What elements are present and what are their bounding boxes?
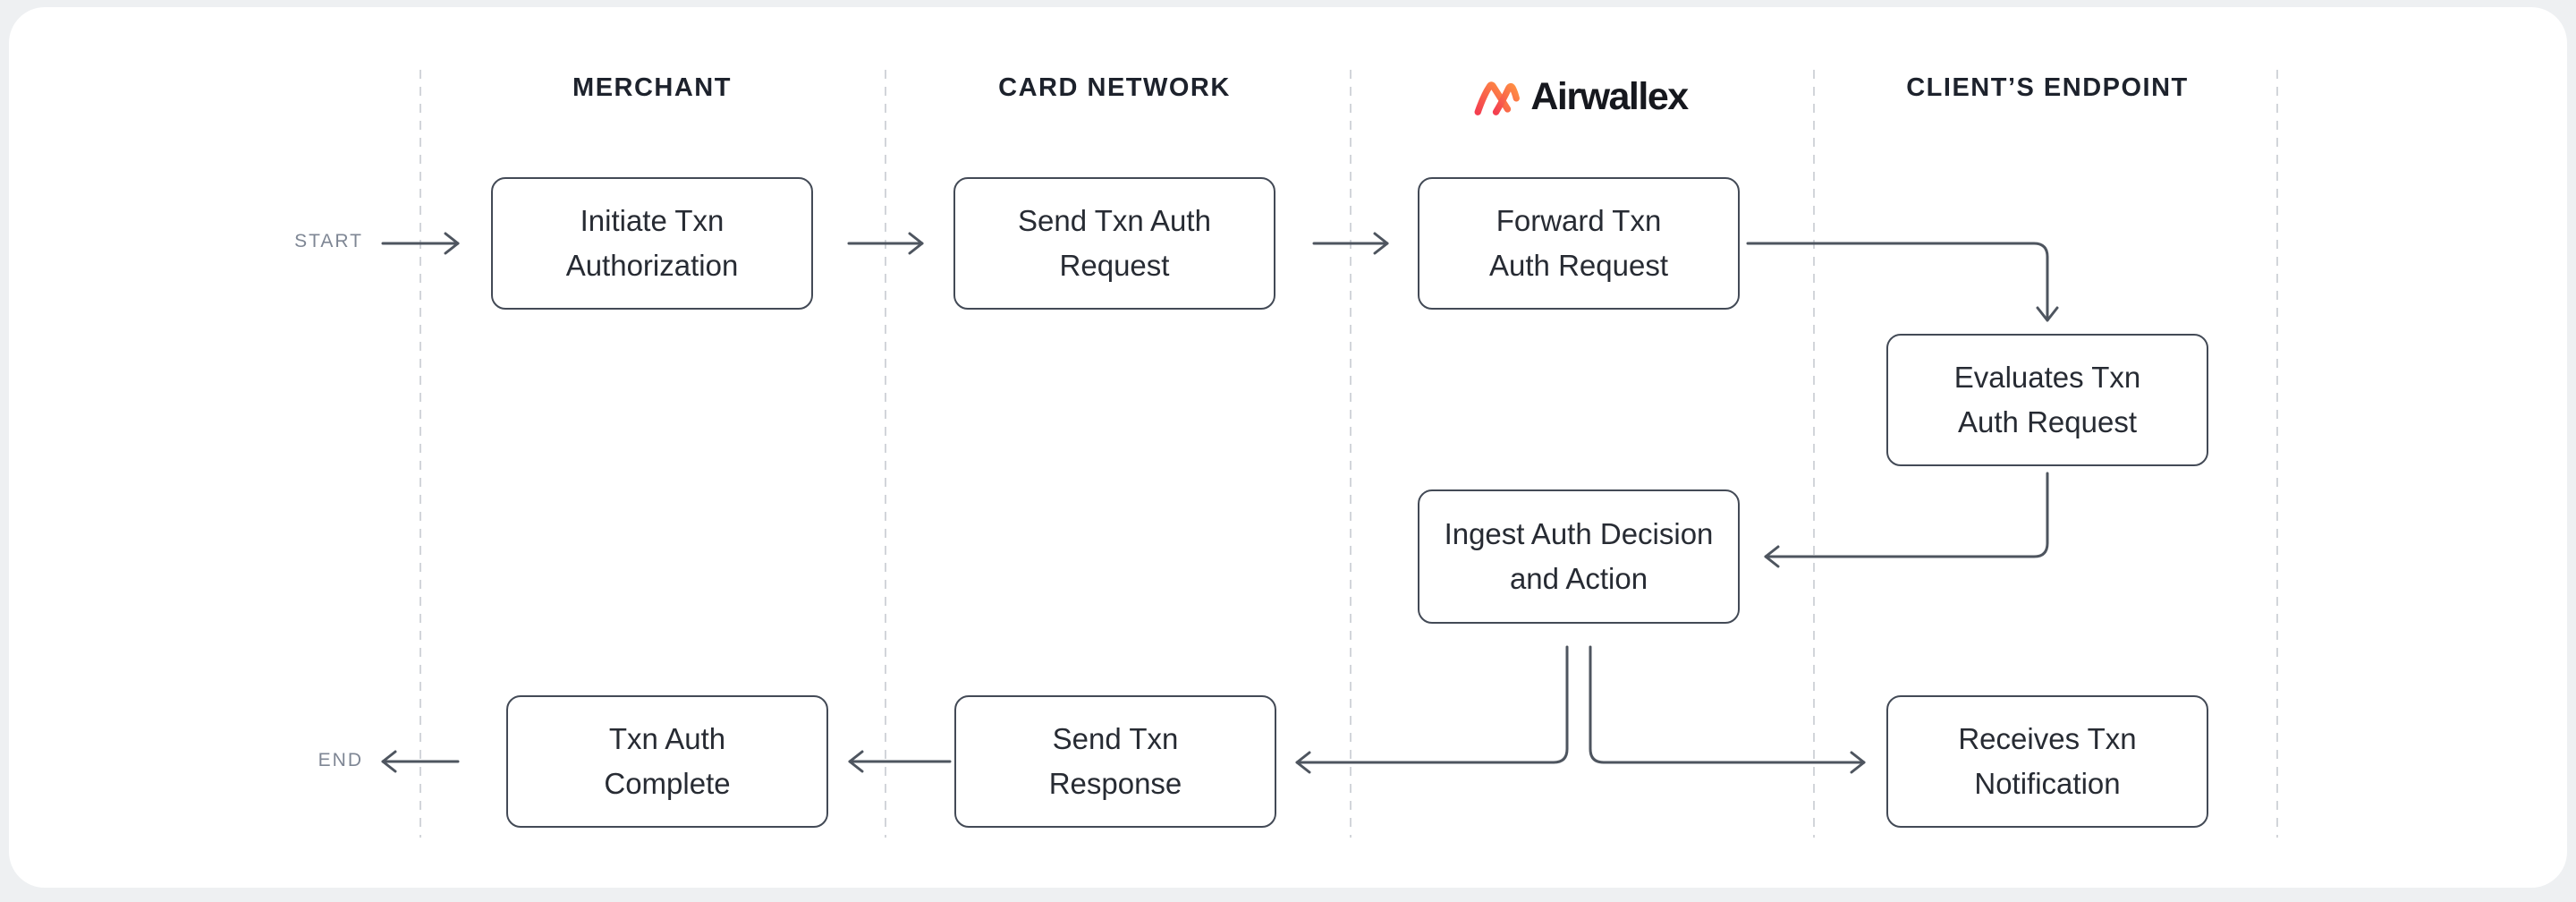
node-label: Receives Txn — [1958, 722, 2137, 755]
node-label: Auth Request — [1958, 405, 2137, 438]
node-label: Initiate Txn — [580, 204, 724, 237]
node-label: Evaluates Txn — [1953, 361, 2141, 394]
airwallex-logo: Airwallex — [1473, 75, 1689, 119]
node-label: Authorization — [565, 249, 739, 282]
airwallex-logo-icon — [1474, 81, 1520, 115]
node-send-txn-response: Send Txn Response — [954, 695, 1276, 828]
node-label: Notification — [1974, 767, 2121, 800]
node-receives-txn-notification: Receives Txn Notification — [1886, 695, 2208, 828]
lane-header-merchant: MERCHANT — [572, 73, 732, 102]
node-label: Complete — [604, 767, 731, 800]
start-label: START — [294, 231, 363, 251]
node-label: and Action — [1509, 562, 1648, 595]
lane-header-card-network: CARD NETWORK — [998, 73, 1231, 102]
node-evaluates-txn-auth-request: Evaluates Txn Auth Request — [1886, 334, 2208, 466]
node-initiate-txn-authorization: Initiate Txn Authorization — [491, 177, 813, 310]
node-label: Send Txn — [1052, 722, 1179, 755]
lane-header-clients-endpoint: CLIENT’S ENDPOINT — [1906, 73, 2189, 102]
node-label: Forward Txn — [1496, 204, 1662, 237]
node-send-txn-auth-request: Send Txn Auth Request — [953, 177, 1275, 310]
end-label: END — [318, 750, 363, 770]
node-forward-txn-auth-request: Forward Txn Auth Request — [1418, 177, 1740, 310]
node-label: Txn Auth — [608, 722, 726, 755]
node-label: Request — [1059, 249, 1170, 282]
airwallex-logo-text: Airwallex — [1530, 75, 1689, 118]
node-label: Response — [1048, 767, 1182, 800]
node-txn-auth-complete: Txn Auth Complete — [506, 695, 828, 828]
node-ingest-auth-decision-and-action: Ingest Auth Decision and Action — [1418, 489, 1740, 624]
node-label: Ingest Auth Decision — [1444, 517, 1714, 550]
node-label: Auth Request — [1489, 249, 1668, 282]
node-label: Send Txn Auth — [1018, 204, 1211, 237]
